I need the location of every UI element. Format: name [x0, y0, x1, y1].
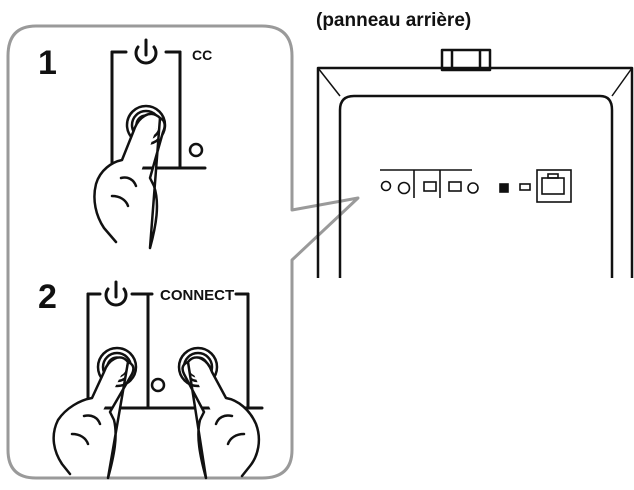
pressing-finger-icon [93, 112, 166, 250]
device-rear-panel [316, 48, 634, 278]
rear-panel-caption: (panneau arrière) [316, 10, 472, 31]
step-2-connect-label: CONNECT [160, 287, 235, 304]
ethernet-port-icon [536, 169, 572, 203]
indicator-led-icon [188, 142, 204, 158]
step-1-connect-label-cut: CC [192, 47, 213, 63]
indicator-led-icon [150, 377, 166, 393]
rear-port-strip [380, 169, 531, 198]
power-icon [104, 280, 128, 307]
pressing-finger-icon [181, 356, 261, 480]
step-2-number: 2 [38, 278, 57, 316]
power-icon [134, 38, 158, 65]
callout-bubble [6, 24, 360, 480]
pressing-finger-icon [52, 356, 135, 480]
step-1-number: 1 [38, 44, 57, 82]
